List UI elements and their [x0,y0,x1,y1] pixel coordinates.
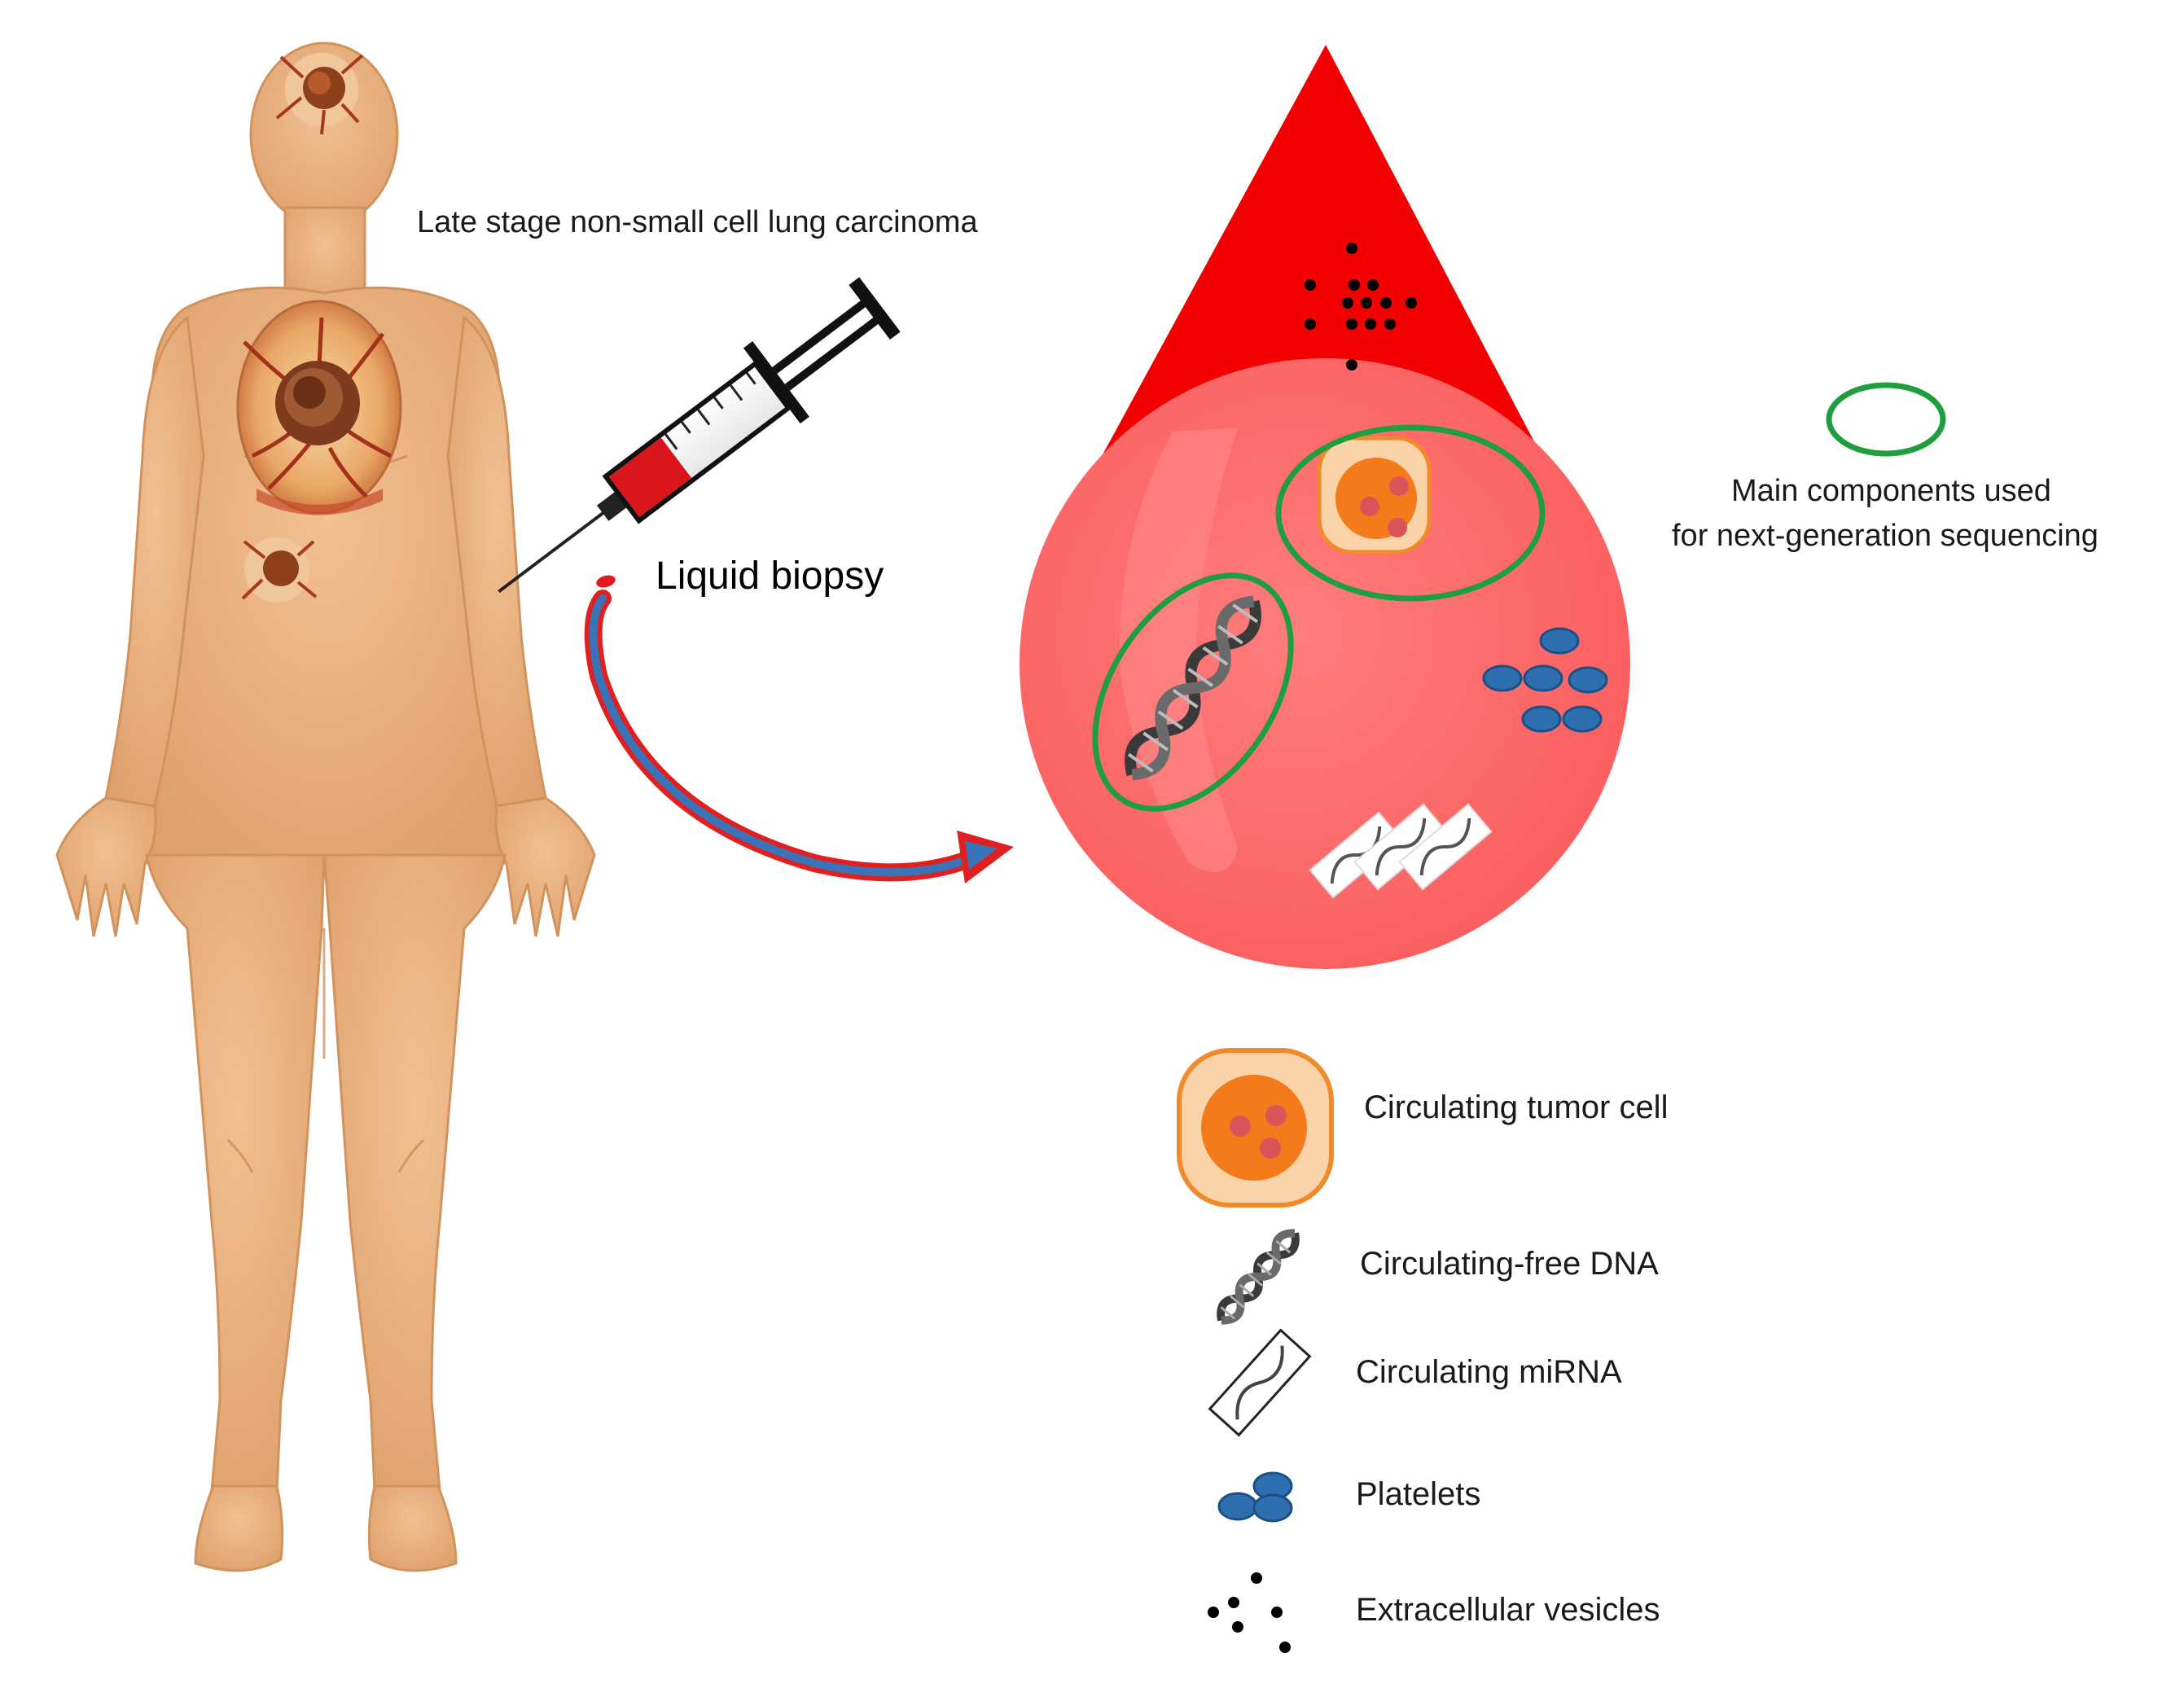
mirna-icon [1208,1328,1312,1437]
drop-tumor-cell [1317,436,1432,555]
left-foot [194,1484,284,1572]
legend-label-mirna: Circulating miRNA [1356,1354,1622,1390]
right-leg [322,853,507,1492]
platelets-icon [1217,1471,1293,1523]
highlight-key-ring [1826,382,1946,457]
figure-title: Late stage non-small cell lung carcinoma [417,205,978,239]
human-body [55,42,596,1572]
highlight-ring-dna [1092,572,1294,812]
syringe-icon [498,277,901,594]
curved-arrow [584,590,1014,883]
liquid-biopsy-label: Liquid biopsy [656,555,884,598]
legend-label-cfdna: Circulating-free DNA [1360,1246,1659,1282]
legend-label-vesicles: Extracellular vesicles [1356,1592,1660,1628]
vesicles-cluster [1305,243,1417,370]
highlight-ring-tumor [1275,424,1546,602]
tumor-cell-icon [1177,1048,1334,1208]
secondary-tumor [241,537,318,603]
blood-drop [1020,45,1630,969]
legend-label-tumor-cell: Circulating tumor cell [1364,1089,1669,1125]
drop-dna [1125,595,1261,781]
right-hand [494,796,596,937]
legend-label-platelets: Platelets [1356,1476,1481,1512]
vesicles-icon [1208,1572,1291,1653]
drop-mirna [1309,803,1493,899]
right-foot [367,1484,458,1572]
drop-platelets [1482,627,1608,733]
highlight-note-line2: for next-generation sequencing [1672,519,2098,553]
dna-icon [1217,1229,1300,1325]
left-hand [55,796,157,937]
brain-metastasis [275,53,364,135]
left-arm [104,315,205,808]
needle-blood-drop [596,575,616,588]
right-arm [446,315,547,808]
left-leg [145,853,326,1492]
highlight-note-line1: Main components used [1731,474,2051,508]
lung-tumor-zoom [236,300,402,515]
